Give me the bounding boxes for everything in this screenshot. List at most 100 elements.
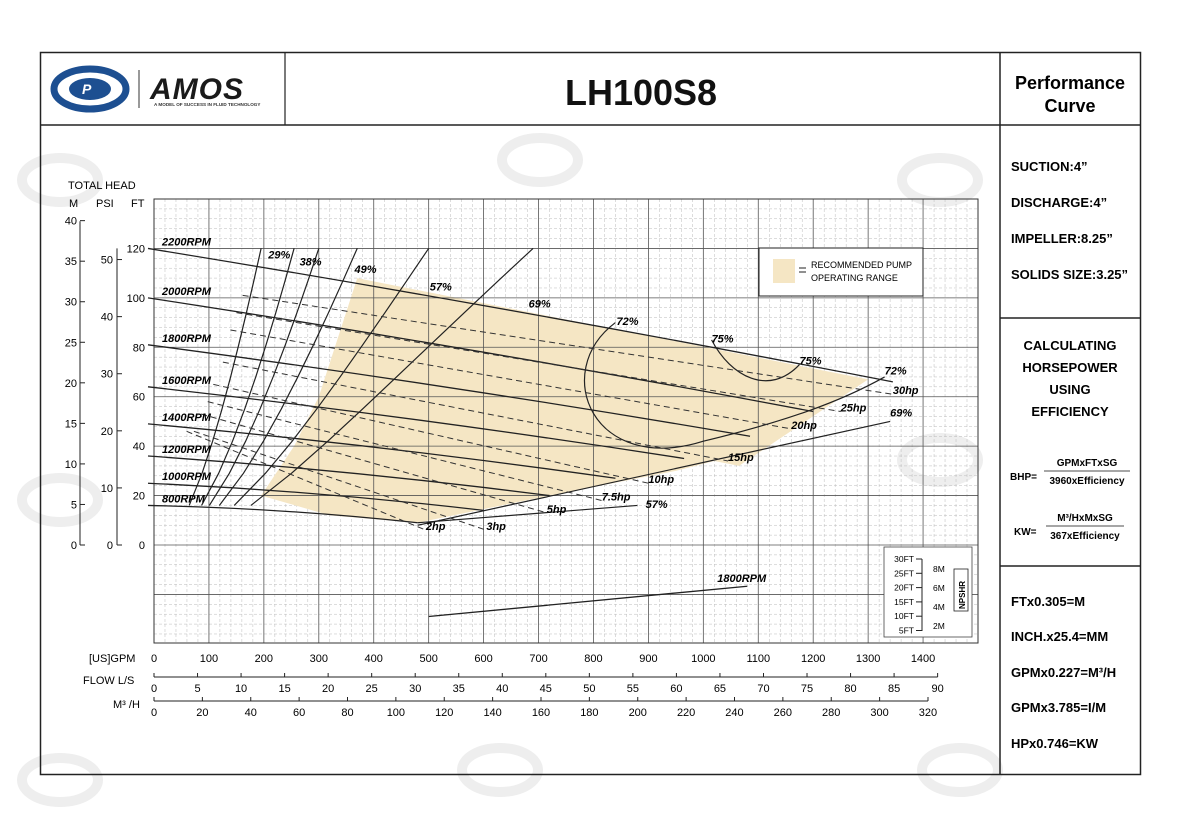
curve-labels: 2200RPM2000RPM1800RPM1600RPM1400RPM1200R…	[161, 236, 919, 618]
x-tick-gpm: 1400	[911, 653, 935, 665]
rpm-label: 2200RPM	[161, 236, 212, 248]
spec-solids-size: SOLIDS SIZE:3.25”	[1011, 267, 1128, 282]
x-tick-ls: 20	[322, 683, 334, 695]
x-tick-m3h: 20	[196, 707, 208, 719]
x-tick-ls: 30	[409, 683, 421, 695]
x-tick-gpm: 300	[310, 653, 328, 665]
watermark	[17, 133, 1003, 807]
efficiency-curve	[218, 248, 358, 506]
y-tick-ft: 40	[133, 441, 145, 453]
x-tick-gpm: 1100	[746, 653, 770, 665]
y-tick-ft: 60	[133, 392, 145, 404]
kw-denominator: 367xEfficiency	[1050, 531, 1120, 542]
npshr-m-tick: 2M	[933, 621, 945, 631]
x-tick-m3h: 180	[580, 707, 598, 719]
npshr-curve-label: 1800RPM	[717, 573, 767, 585]
efficiency-label: 75%	[712, 333, 734, 345]
rpm-label: 1000RPM	[162, 471, 212, 483]
kw-numerator: M³/HxMxSG	[1057, 513, 1113, 524]
x-tick-gpm: 600	[474, 653, 492, 665]
spec-impeller: IMPELLER:8.25”	[1011, 231, 1113, 246]
x-tick-m3h: 140	[483, 707, 501, 719]
x-tick-m3h: 240	[725, 707, 743, 719]
rpm-curve-1000RPM	[147, 482, 484, 512]
plot-frame	[153, 198, 979, 644]
calc-title-1: CALCULATING	[1024, 338, 1117, 353]
efficiency-label: 72%	[885, 365, 907, 377]
power-line	[222, 361, 729, 462]
rpm-label: 1200RPM	[162, 444, 212, 456]
bhp-numerator: GPMxFTxSG	[1057, 458, 1118, 469]
x-tick-ls: 15	[278, 683, 290, 695]
npshr-m-tick: 6M	[933, 583, 945, 593]
legend-text-1: RECOMMENDED PUMP	[811, 260, 912, 270]
bhp-label: BHP=	[1010, 472, 1037, 483]
rpm-label: 1400RPM	[162, 412, 212, 424]
efficiency-curve-72	[583, 322, 885, 449]
y-tick-m: 30	[65, 297, 77, 309]
calc-title-3: USING	[1049, 382, 1090, 397]
power-label: 7.5hp	[602, 492, 631, 504]
legend-swatch	[773, 259, 795, 283]
power-label: 25hp	[840, 403, 867, 415]
rpm-curve-1600RPM	[147, 386, 685, 460]
kw-label: KW=	[1014, 527, 1037, 538]
x-tick-m3h: 280	[822, 707, 840, 719]
npshr-ft-tick: 25FT	[894, 568, 914, 578]
doc-type-line1: Performance	[1015, 73, 1125, 93]
efficiency-label: 38%	[300, 257, 322, 269]
x-tick-ls: 5	[194, 683, 200, 695]
efficiency-label: 49%	[354, 264, 377, 276]
x-tick-m3h: 160	[532, 707, 550, 719]
efficiency-curve	[208, 248, 320, 506]
x-tick-gpm: 700	[529, 653, 547, 665]
x-tick-ls: 50	[583, 683, 595, 695]
x-tick-m3h: 260	[774, 707, 792, 719]
conv-hp-kw: HPx0.746=KW	[1011, 736, 1099, 751]
x-tick-ls: 65	[714, 683, 726, 695]
power-label: 10hp	[648, 474, 674, 486]
performance-chart: 2200RPM2000RPM1800RPM1600RPM1400RPM1200R…	[65, 180, 979, 719]
x-tick-gpm: 1300	[856, 653, 880, 665]
power-line	[207, 401, 602, 501]
x-tick-gpm: 1200	[801, 653, 825, 665]
conv-ft-m: FTx0.305=M	[1011, 594, 1085, 609]
spec-discharge: DISCHARGE:4”	[1011, 195, 1107, 210]
svg-text:P: P	[82, 81, 92, 97]
x-tick-m3h: 320	[919, 707, 937, 719]
x-tick-ls: 60	[670, 683, 682, 695]
rpm-label: 800RPM	[162, 493, 206, 505]
x-tick-ls: 85	[888, 683, 900, 695]
legend-text-2: OPERATING RANGE	[811, 273, 898, 283]
x-tick-m3h: 300	[870, 707, 888, 719]
spec-suction: SUCTION:4”	[1011, 159, 1088, 174]
x-tick-ls: 80	[844, 683, 856, 695]
rpm-curve-1200RPM	[147, 455, 550, 497]
y-tick-ft: 0	[139, 540, 145, 552]
y-tick-m: 15	[65, 418, 77, 430]
sheet-frame	[39, 51, 1142, 776]
rpm-label: 1800RPM	[162, 333, 212, 345]
efficiency-line-69	[417, 420, 891, 526]
power-label: 30hp	[893, 385, 919, 397]
x-tick-ls: 55	[627, 683, 639, 695]
efficiency-line-57	[417, 504, 638, 524]
y-tick-ft: 80	[133, 342, 145, 354]
x-unit-m3h: M³ /H	[113, 699, 140, 711]
y-tick-m: 35	[65, 256, 77, 268]
x-tick-m3h: 220	[677, 707, 695, 719]
operating-range-area	[261, 278, 869, 523]
x-tick-ls: 45	[540, 683, 552, 695]
conv-inch-mm: INCH.x25.4=MM	[1011, 629, 1108, 644]
y-tick-psi: 10	[101, 483, 113, 495]
y-tick-psi: 30	[101, 369, 113, 381]
power-line	[186, 430, 427, 531]
conversion-list: FTx0.305=M INCH.x25.4=MM GPMx0.227=M³/H …	[1011, 594, 1116, 751]
calc-title-2: HORSEPOWER	[1022, 360, 1118, 375]
brand-name: AMOS	[149, 73, 244, 106]
x-tick-ls: 40	[496, 683, 508, 695]
y-tick-m: 25	[65, 337, 77, 349]
efficiency-curves	[186, 247, 893, 531]
npshr-ft-tick: 30FT	[894, 554, 914, 564]
